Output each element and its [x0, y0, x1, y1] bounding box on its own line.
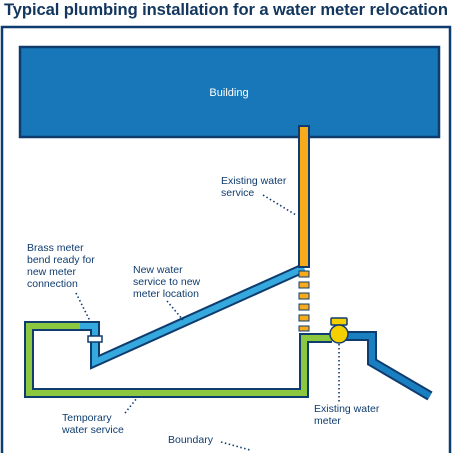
leader-brass-bend [75, 292, 91, 322]
leader-existing-service [262, 194, 297, 216]
leader-new-service [166, 300, 184, 321]
label-boundary: Boundary [168, 434, 214, 446]
existing-main-pipe [346, 331, 433, 401]
leader-boundary [220, 441, 251, 451]
label-existing-water-meter: Existing water meter [314, 403, 382, 427]
existing-water-meter [329, 317, 349, 344]
brass-meter-bend [87, 335, 103, 343]
page-title: Typical plumbing installation for a wate… [4, 0, 448, 19]
property-boundary [0, 25, 452, 453]
temporary-water-service-pipe [24, 321, 332, 398]
existing-water-service-pipe [298, 125, 310, 268]
building [18, 45, 441, 139]
label-brass-meter-bend: Brass meter bend ready for new meter con… [27, 242, 98, 290]
label-existing-water-service: Existing water service [221, 175, 289, 199]
building-label: Building [209, 87, 248, 99]
removed-service-section [298, 270, 310, 332]
label-temporary-water-service: Temporary water service [61, 412, 124, 436]
new-water-service-pipe [80, 263, 307, 370]
label-new-water-service: New water service to new meter location [133, 264, 203, 300]
leader-temporary-service [124, 397, 138, 414]
